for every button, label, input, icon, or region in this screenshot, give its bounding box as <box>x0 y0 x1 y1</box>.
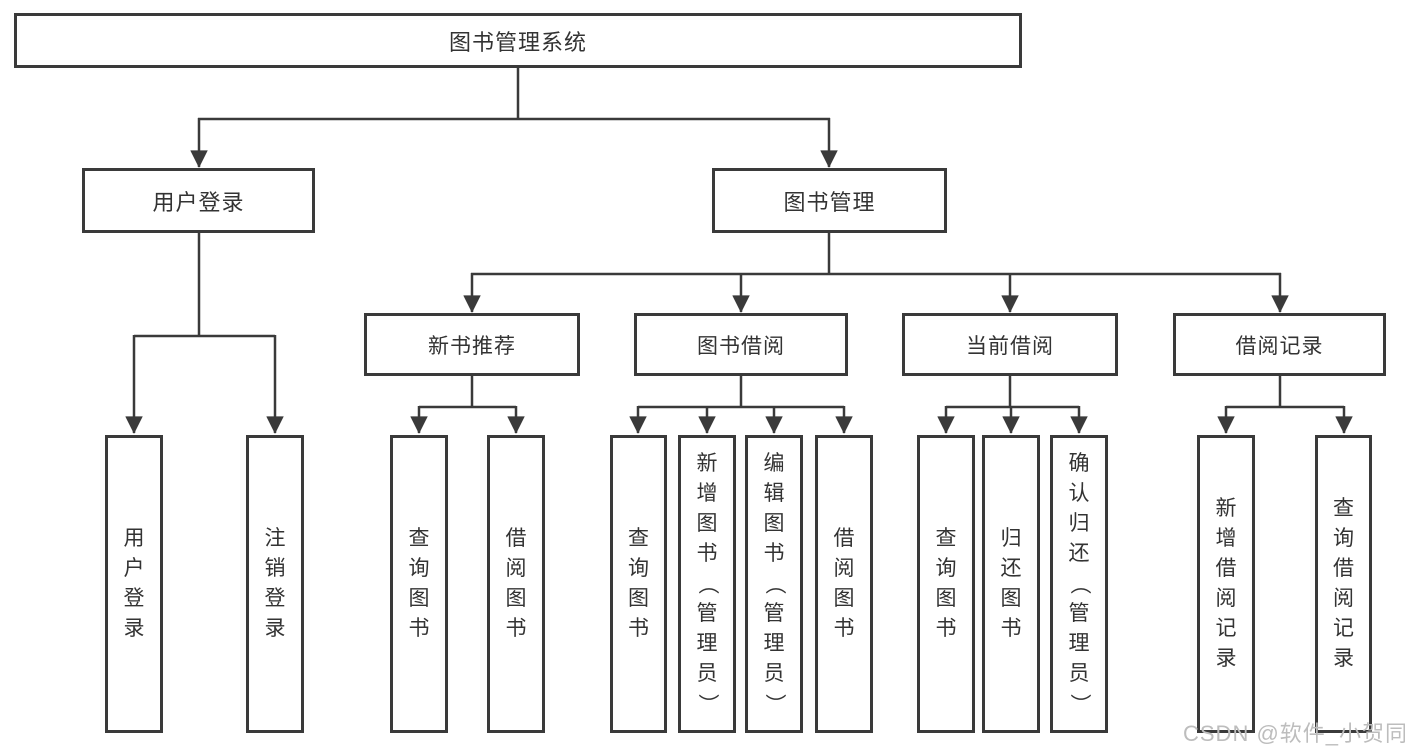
node-leaf-query-books-3: 查询图书 <box>917 435 975 733</box>
node-leaf-return-books: 归还图书 <box>982 435 1040 733</box>
node-current-borrowing: 当前借阅 <box>902 313 1118 376</box>
node-leaf-query-books-1: 查询图书 <box>390 435 448 733</box>
node-leaf-confirm-return-admin: 确认归还（管理员） <box>1050 435 1108 733</box>
node-book-borrowing: 图书借阅 <box>634 313 848 376</box>
node-leaf-query-borrow-record: 查询借阅记录 <box>1315 435 1372 733</box>
node-leaf-add-books-admin: 新增图书（管理员） <box>678 435 736 733</box>
connector-arrows <box>125 118 1353 434</box>
node-library-system: 图书管理系统 <box>14 13 1022 68</box>
node-book-management: 图书管理 <box>712 168 947 233</box>
node-leaf-edit-books-admin: 编辑图书（管理员） <box>745 435 803 733</box>
node-new-book-recommend: 新书推荐 <box>364 313 580 376</box>
node-leaf-user-login: 用户登录 <box>105 435 163 733</box>
node-leaf-logout: 注销登录 <box>246 435 304 733</box>
node-leaf-borrow-books-2: 借阅图书 <box>815 435 873 733</box>
node-leaf-add-borrow-record: 新增借阅记录 <box>1197 435 1255 733</box>
node-user-login: 用户登录 <box>82 168 315 233</box>
node-leaf-borrow-books-1: 借阅图书 <box>487 435 545 733</box>
node-leaf-query-books-2: 查询图书 <box>610 435 667 733</box>
node-borrowing-records: 借阅记录 <box>1173 313 1386 376</box>
csdn-watermark: CSDN @软件_小贺同学 <box>1183 721 1405 746</box>
